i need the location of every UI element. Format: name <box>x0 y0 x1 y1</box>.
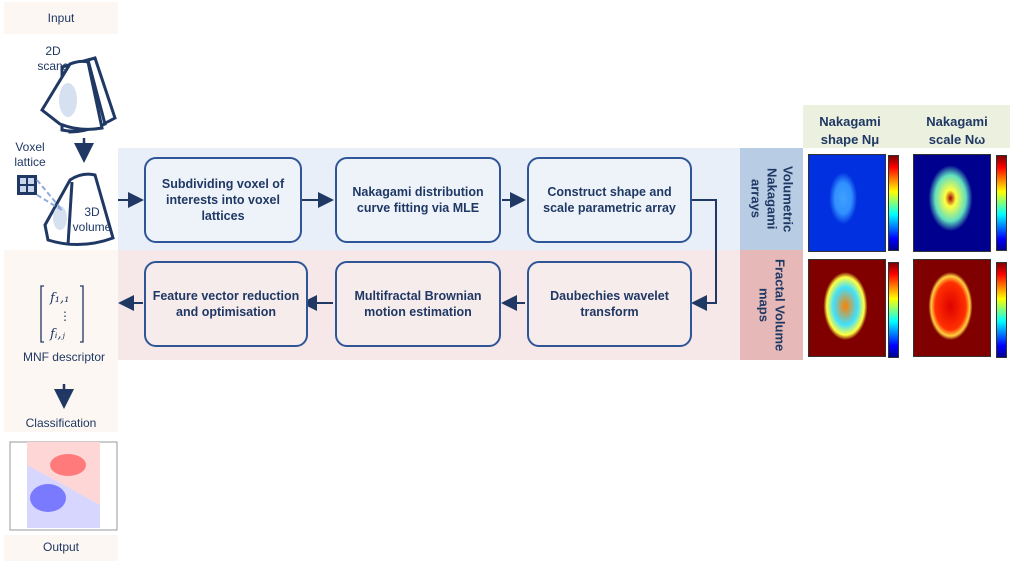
step-wavelet-transform: Daubechies wavelet transform <box>527 261 692 347</box>
colorbar <box>888 155 899 251</box>
step-subdivide-voxel: Subdividing voxel of interests into voxe… <box>144 157 302 243</box>
voxel-cube-icon <box>17 175 63 211</box>
shape-column-header: Nakagami shape Nμ <box>819 114 881 147</box>
step-brownian-estimation: Multifractal Brownian motion estimation <box>335 261 501 347</box>
step-feature-reduction: Feature vector reduction and optimisatio… <box>144 261 308 347</box>
input-header <box>4 2 118 34</box>
output-label: Output <box>42 540 80 554</box>
descriptor-label: MNF descriptor <box>22 350 105 364</box>
heatmap-scale-nakagami <box>913 154 991 252</box>
scale-column-header: Nakagami scale Nω <box>926 114 988 147</box>
colorbar <box>996 262 1007 358</box>
colorbar <box>996 155 1007 251</box>
colorbar <box>888 262 899 358</box>
svg-text:f₁,₁: f₁,₁ <box>49 291 69 306</box>
row-header-nakagami: Volumetric Nakagami arrays <box>740 148 803 250</box>
heatmap-shape-nakagami <box>808 154 886 252</box>
step-parametric-array: Construct shape and scale parametric arr… <box>527 157 692 243</box>
step-nakagami-fitting: Nakagami distribution curve fitting via … <box>335 157 501 243</box>
scan-stack-icon <box>40 56 117 134</box>
output-footer <box>4 535 118 561</box>
svg-text:fᵢ,ⱼ: fᵢ,ⱼ <box>49 327 66 342</box>
input-label: Input <box>47 11 75 25</box>
classification-plot <box>9 441 118 531</box>
classification-label: Classification <box>25 416 97 430</box>
volume-label: 3D volume <box>72 205 112 234</box>
mnf-vector-icon: f₁,₁ ⋮ fᵢ,ⱼ <box>40 285 84 343</box>
map-header <box>803 105 1010 148</box>
scans-label: 2D scans <box>37 44 69 73</box>
volume-icon <box>43 172 115 247</box>
heatmap-shape-fractal <box>808 259 886 357</box>
svg-text:⋮: ⋮ <box>59 309 71 323</box>
voxel-label: Voxel lattice <box>14 140 46 169</box>
row-header-fractal: Fractal Volume maps <box>740 250 803 360</box>
heatmap-scale-fractal <box>913 259 991 357</box>
